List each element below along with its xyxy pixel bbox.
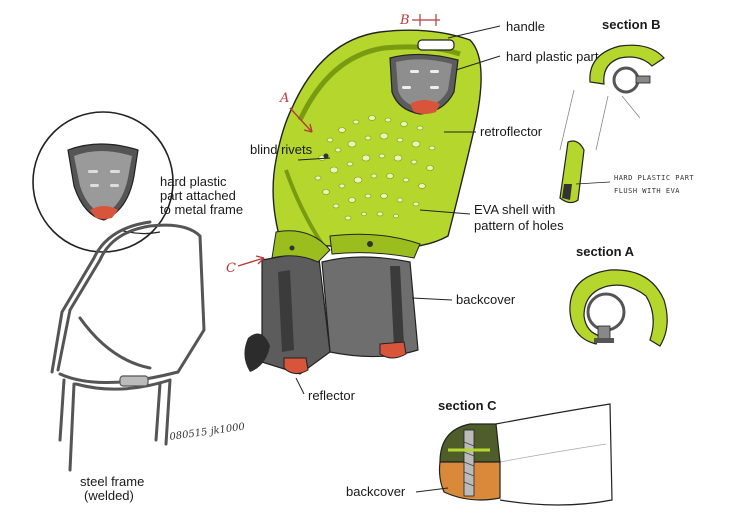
section-b-note-line-1: HARD PLASTIC PART	[614, 174, 694, 182]
section-c-leader	[415, 487, 449, 493]
svg-text:C: C	[226, 261, 236, 276]
section-b-drawing	[559, 44, 665, 204]
section-marker-b: B	[399, 13, 440, 28]
section-marker-c: C	[226, 255, 265, 276]
svg-text:A: A	[279, 91, 289, 106]
main-seat	[244, 29, 482, 375]
steel-frame-label-line-1: steel frame	[80, 474, 144, 489]
section-a-drawing	[569, 269, 668, 347]
section-c-drawing	[438, 403, 613, 506]
section-a-title: section A	[576, 244, 635, 259]
label-eva-shell-line-1: EVA shell with	[474, 202, 555, 217]
hole-pattern	[314, 115, 436, 221]
label-backcover-section-c: backcover	[346, 484, 406, 499]
section-b-note-line-2: FLUSH WITH EVA	[614, 187, 680, 195]
label-hard-plastic-part: hard plastic part	[506, 49, 599, 64]
label-reflector: reflector	[308, 388, 356, 403]
label-blind-rivets: blind rivets	[250, 142, 313, 157]
label-handle: handle	[506, 19, 545, 34]
frame-bracket	[119, 375, 149, 387]
signature-text: 080515 jk1000	[169, 421, 246, 443]
detail-label-line-1: hard plastic	[160, 174, 227, 189]
svg-text:B: B	[399, 13, 410, 28]
steel-frame-label-line-2: (welded)	[84, 488, 134, 503]
section-marker-a: A	[279, 91, 313, 133]
detail-label-line-3: to metal frame	[160, 202, 243, 217]
detail-circle	[32, 111, 174, 253]
label-eva-shell-line-2: pattern of holes	[474, 218, 564, 233]
label-retroflector: retroflector	[480, 124, 543, 139]
steel-frame	[50, 220, 206, 472]
section-c-title: section C	[438, 398, 497, 413]
label-backcover: backcover	[456, 292, 516, 307]
detail-label-line-2: part attached	[160, 188, 236, 203]
leader-lines	[295, 25, 501, 395]
section-b-title: section B	[602, 17, 661, 32]
